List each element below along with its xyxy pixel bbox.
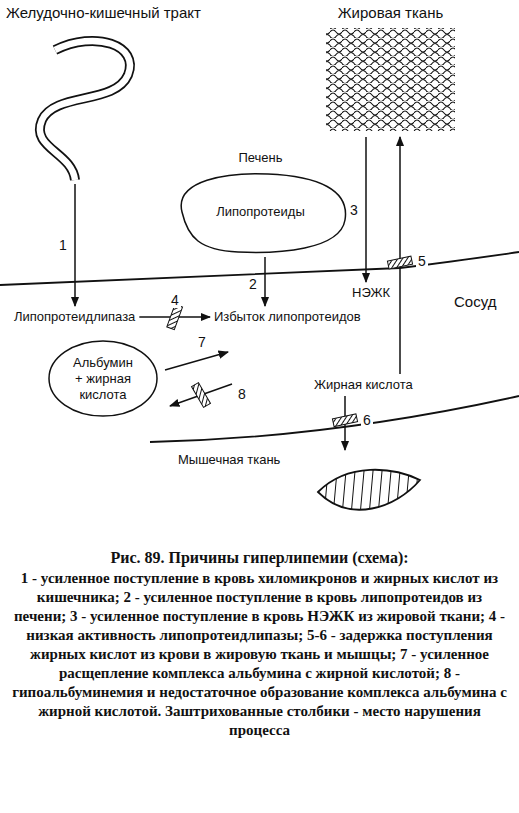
- callout-number: 8: [236, 386, 248, 402]
- text-node: Жирная кислота: [312, 376, 415, 394]
- figure-caption: 1 - усиленное поступление в кровь хиломи…: [12, 569, 507, 740]
- callout-number: 3: [348, 202, 360, 218]
- fibre-stroke: [350, 460, 356, 527]
- tissue-figure: Мышечная ткань: [178, 452, 428, 530]
- complex-outline: [49, 341, 157, 416]
- vessel-label: Сосуд: [452, 294, 498, 310]
- node-label: Желудочно-кишечный тракт: [6, 4, 201, 22]
- fibre-stroke: [332, 460, 338, 527]
- callout-number: 7: [196, 334, 208, 350]
- hatched-bar: [387, 256, 412, 269]
- callout-number: 2: [247, 276, 259, 292]
- flow-arrow: [74, 184, 76, 306]
- tract-lumen: [40, 41, 130, 180]
- organ-outline: ПеченьЛипопротеиды: [168, 150, 353, 255]
- fat-drawing: [318, 2, 463, 135]
- flow-arrow: [399, 137, 401, 374]
- complex-blob: Альбумин + жирная кислота: [48, 340, 158, 417]
- organ-figure: Желудочно-кишечный тракт: [0, 0, 245, 182]
- text-node: Липопротеидлипаза: [12, 308, 137, 326]
- callout-number: 1: [57, 237, 69, 253]
- callout-number: 6: [361, 412, 373, 428]
- muscle-fibres: [314, 460, 419, 527]
- node-label: Жирная кислота: [312, 376, 415, 394]
- flow-arrow: [264, 257, 266, 306]
- fibre-stroke: [395, 460, 401, 527]
- fibre-stroke: [413, 460, 419, 527]
- liver-drawing: [168, 150, 353, 255]
- node-label: НЭЖК: [350, 284, 392, 302]
- node-label: Избыток липопротеидов: [212, 308, 363, 326]
- callout-number: 5: [416, 253, 428, 269]
- fibre-stroke: [341, 460, 347, 527]
- node-label: Липопротеидлипаза: [12, 308, 137, 326]
- text-node: Избыток липопротеидов: [212, 308, 363, 326]
- node-label: Жировая ткань: [318, 4, 463, 22]
- node-label: Альбумин + жирная кислота: [68, 355, 138, 403]
- vessel-wall: [0, 252, 519, 285]
- adipose-texture: [326, 28, 455, 131]
- fibre-stroke: [323, 460, 329, 527]
- flow-arrow: [365, 137, 367, 282]
- figure-title: Рис. 89. Причины гиперлипемии (схема):: [10, 548, 509, 568]
- hatched-bar: [167, 304, 183, 329]
- callout-number: 4: [169, 292, 181, 308]
- node-label: Печень: [168, 150, 353, 166]
- gi-drawing: [0, 0, 245, 182]
- node-label: Липопротеиды: [168, 204, 353, 220]
- tract-wall: [40, 41, 130, 180]
- tissue-figure: Жировая ткань: [318, 2, 463, 135]
- node-label: Мышечная ткань: [178, 452, 280, 468]
- hatched-bar: [332, 414, 357, 427]
- hatched-bar: [192, 383, 211, 408]
- release-arrow: [165, 352, 228, 370]
- text-node: НЭЖК: [350, 284, 392, 302]
- muscle-outline: [318, 470, 420, 510]
